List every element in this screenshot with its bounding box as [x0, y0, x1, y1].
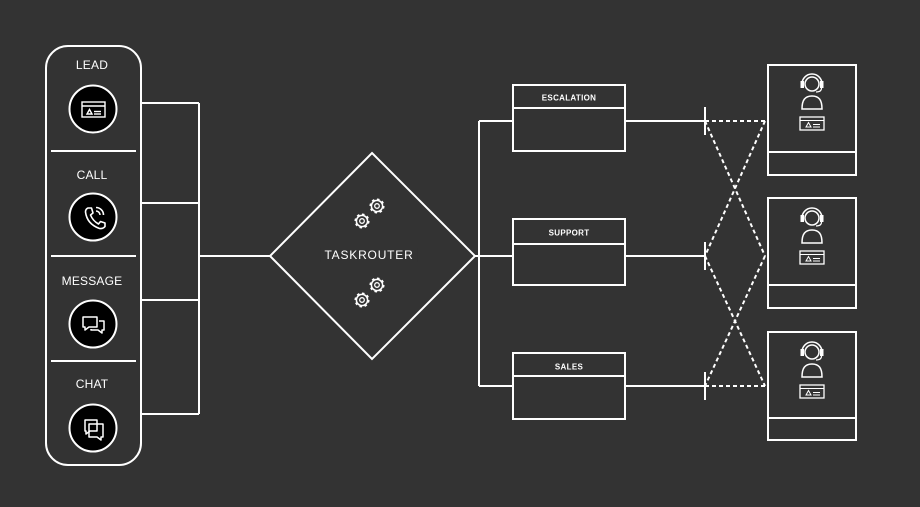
channel-label-chat: CHAT — [75, 377, 109, 391]
channel-label-call: CALL — [76, 168, 108, 182]
channel-label-message: MESSAGE — [61, 274, 123, 288]
queue-support — [512, 218, 626, 286]
taskrouter-diamond — [268, 151, 477, 361]
taskrouter-label: TASKROUTER — [320, 248, 418, 262]
channel-label-lead: LEAD — [75, 58, 109, 72]
channel-connectors — [141, 102, 270, 415]
agent-headset-icon — [799, 341, 825, 399]
agent-card-1 — [767, 64, 857, 176]
routing-dashed-lines — [704, 120, 766, 387]
agent-headset-icon — [799, 73, 825, 131]
call-icon-circle — [68, 192, 118, 242]
agent-headset-icon — [799, 207, 825, 265]
queue-label-escalation: ESCALATION — [541, 93, 597, 103]
lead-card-icon — [81, 101, 106, 118]
message-bubbles-icon — [82, 316, 105, 334]
queue-agent-connectors — [625, 107, 706, 400]
phone-icon — [84, 206, 106, 230]
agent-card-3 — [767, 331, 857, 441]
chat-bubbles-icon — [84, 419, 104, 441]
message-icon-circle — [68, 299, 118, 349]
channel-panel — [45, 45, 142, 466]
lead-icon-circle — [68, 84, 118, 134]
router-queue-connectors — [475, 120, 513, 387]
agent-card-2 — [767, 197, 857, 309]
channel-panel-border — [45, 45, 142, 466]
taskrouter-node — [268, 151, 477, 361]
queue-label-support: SUPPORT — [548, 228, 590, 238]
chat-icon-circle — [68, 403, 118, 453]
queue-escalation — [512, 84, 626, 152]
queue-label-sales: SALES — [554, 362, 584, 372]
